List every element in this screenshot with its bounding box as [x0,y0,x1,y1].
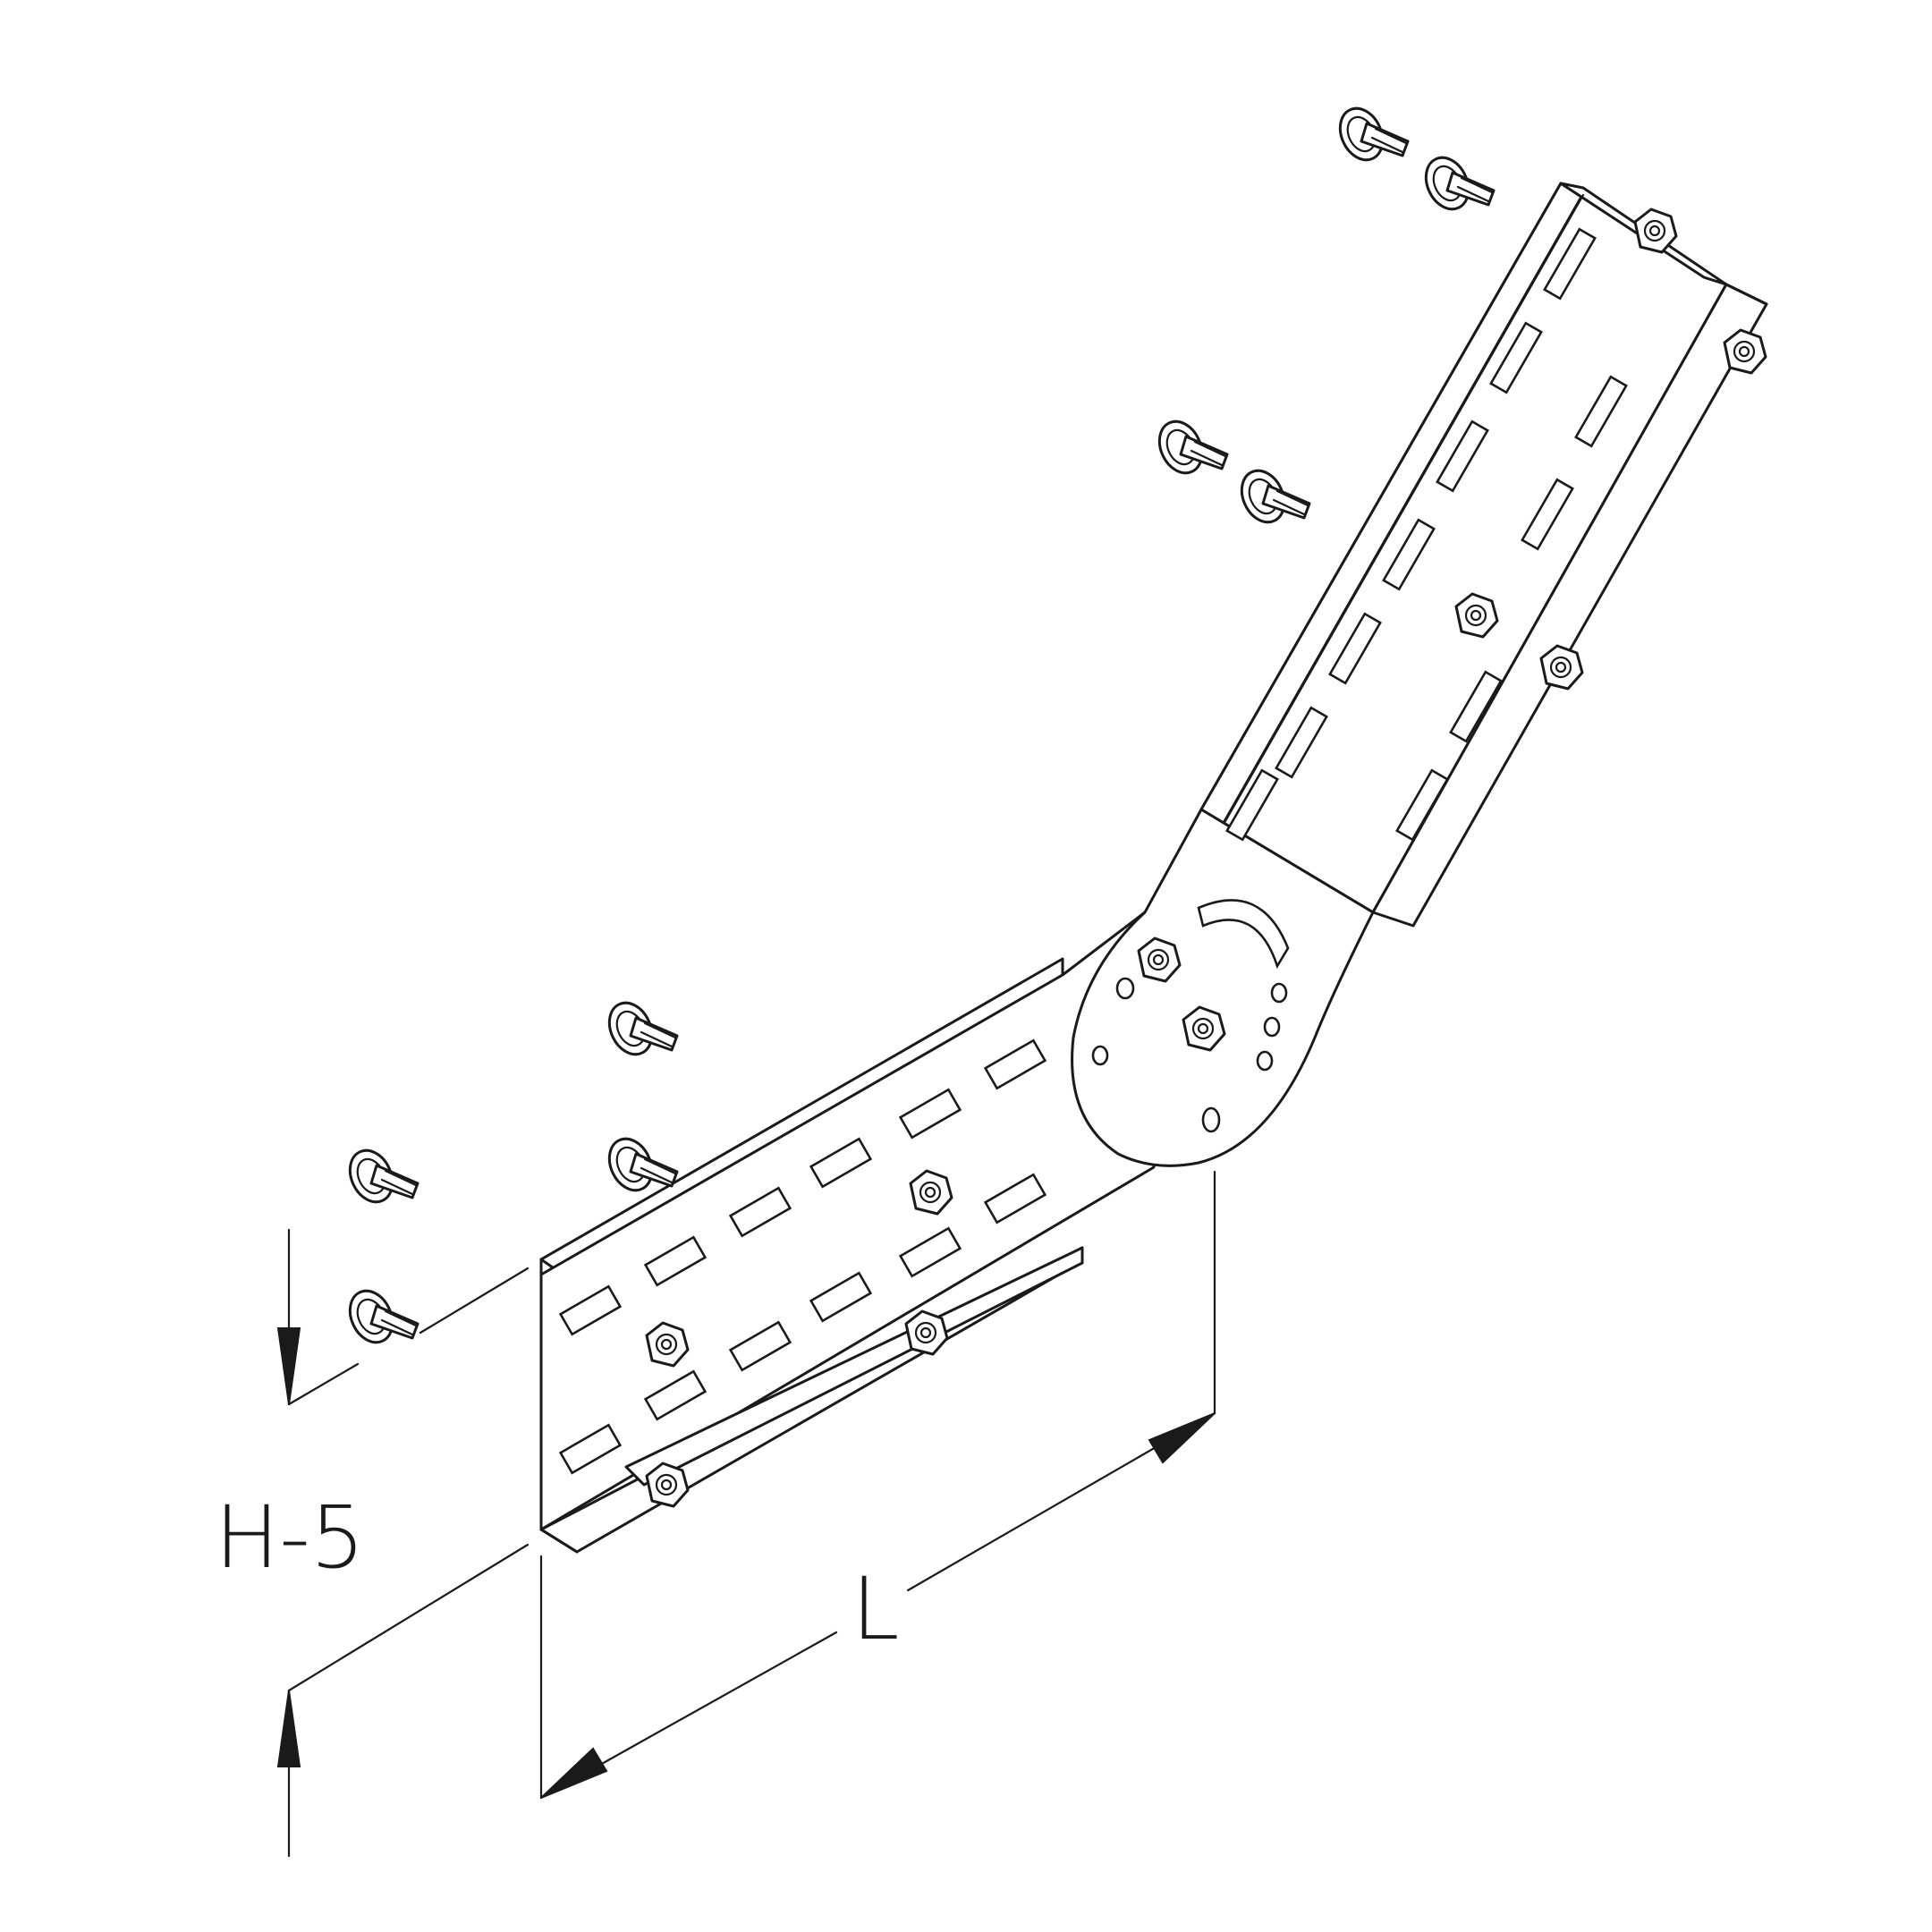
slot-hole [558,1423,623,1475]
slot-hole [1449,670,1503,743]
slot-hole [983,1173,1047,1224]
length-dimension-label: L [852,1559,899,1659]
pivot-disc [1071,808,1375,1167]
slot-hole [558,1284,623,1336]
slot-hole [1489,321,1543,394]
slot-hole [1275,706,1328,779]
lower-plate-slots [558,1038,1047,1475]
slot-hole [1543,227,1597,301]
slot-hole [1225,768,1279,842]
slot-hole [1382,518,1436,591]
slot-hole [809,1271,873,1323]
height-dimension-label: H-5 [215,1487,365,1588]
slot-hole [1574,375,1628,448]
slot-hole [643,1369,708,1421]
upper-connector-arm [1199,182,1768,928]
slot-hole [1521,478,1574,551]
slot-hole [643,1235,708,1287]
slot-hole [983,1038,1047,1090]
dimension-lines [276,1170,1216,1858]
upper-arm-slots [1225,227,1628,842]
slot-hole [1328,612,1382,685]
slot-hole [728,1186,792,1238]
slot-hole [898,1226,962,1278]
slot-hole [728,1320,792,1372]
slot-hole [1436,419,1489,493]
slot-hole [809,1137,873,1189]
slot-hole [898,1088,962,1140]
slot-hole [1395,768,1449,842]
